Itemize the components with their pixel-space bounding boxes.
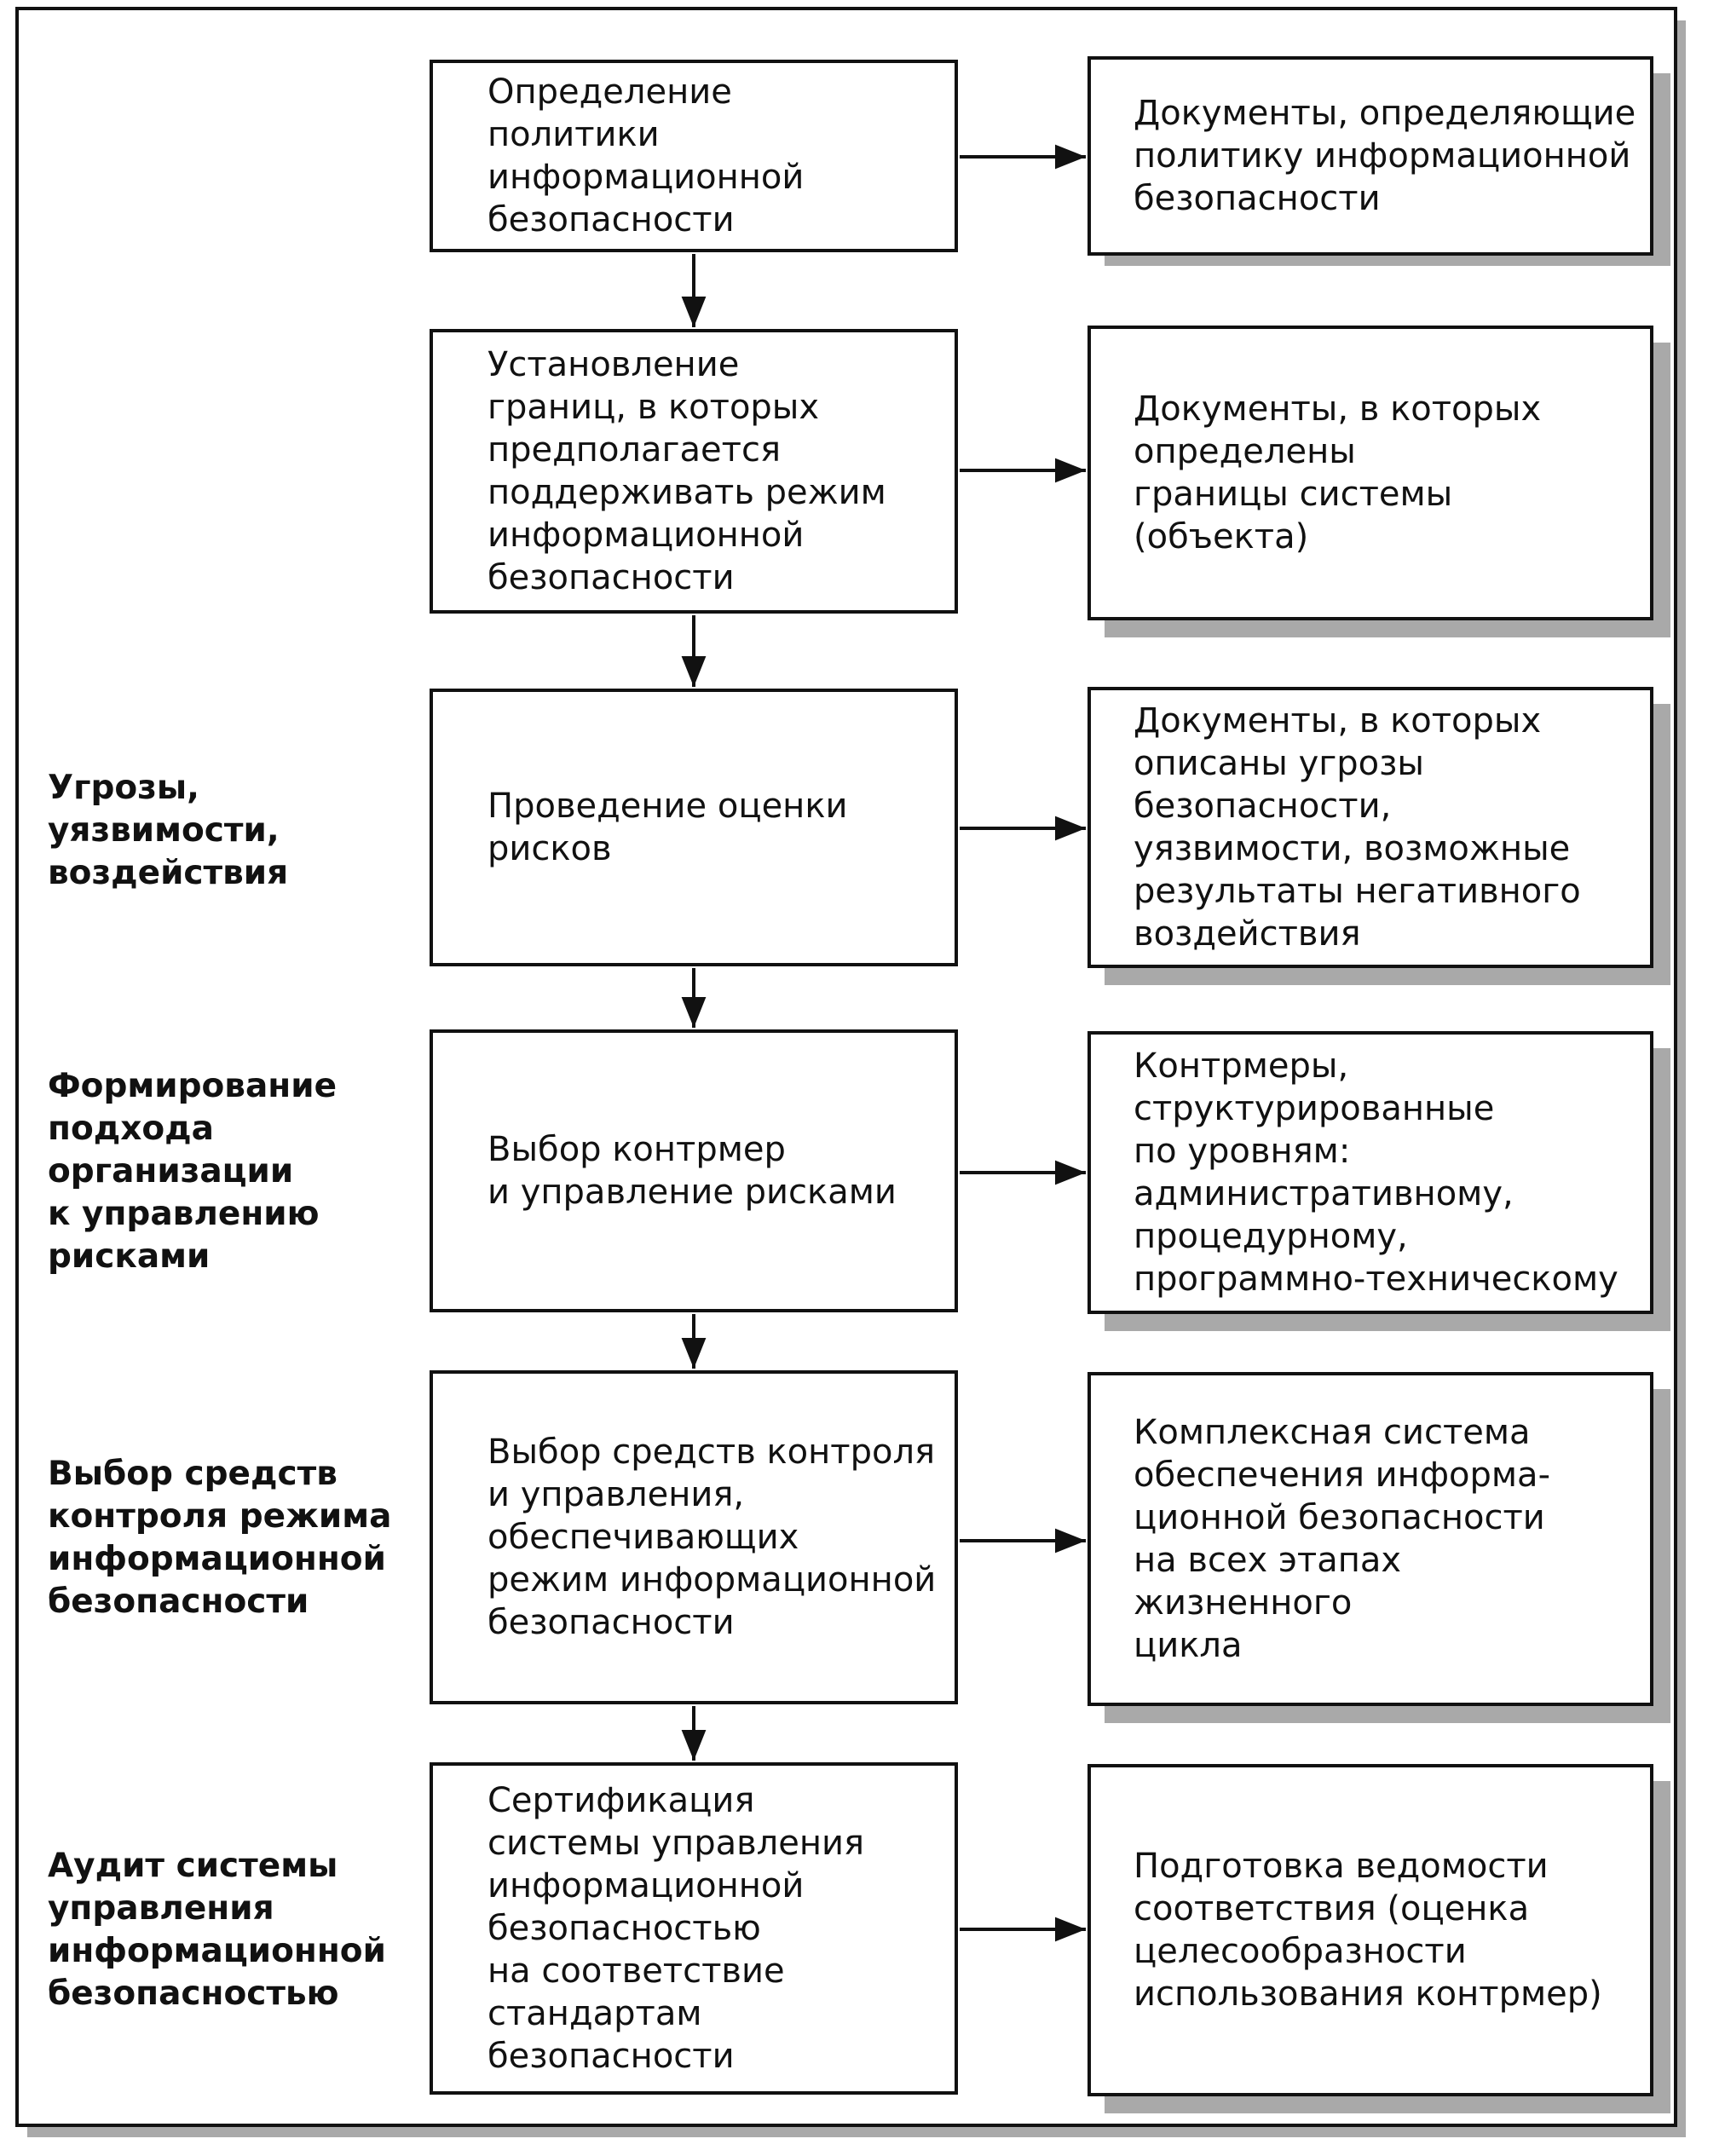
process-box-policy: Определение политики информационной безо… (430, 60, 958, 252)
output-box-threat-docs: Документы, в которых описаны угрозы безо… (1088, 687, 1653, 968)
side-label-audit: Аудит системы управления информационной … (48, 1847, 386, 2013)
side-label-threats: Угрозы, уязвимости, воздействия (48, 769, 289, 892)
process-box-control-means: Выбор средств контроля и управления, обе… (430, 1370, 958, 1704)
output-box-countermeasure-levels: Контрмеры, структурированные по уровням:… (1088, 1031, 1653, 1314)
side-label-risk-approach: Формирование подхода организации к управ… (48, 1067, 338, 1276)
process-box-countermeasures: Выбор контрмер и управление рисками (430, 1029, 958, 1312)
process-box-boundaries: Установление границ, в которых предполаг… (430, 329, 958, 614)
side-label-control-means: Выбор средств контроля режима информацио… (48, 1455, 392, 1621)
output-box-complex-system: Комплексная система обеспечения информа-… (1088, 1372, 1653, 1706)
process-box-risk-assessment: Проведение оценки рисков (430, 689, 958, 966)
output-box-compliance-statement: Подготовка ведомости соответствия (оценк… (1088, 1764, 1653, 2096)
output-box-boundary-docs: Документы, в которых определены границы … (1088, 326, 1653, 620)
process-box-certification: Сертификация системы управления информац… (430, 1762, 958, 2095)
output-box-policy-docs: Документы, определяющие политику информа… (1088, 56, 1653, 256)
